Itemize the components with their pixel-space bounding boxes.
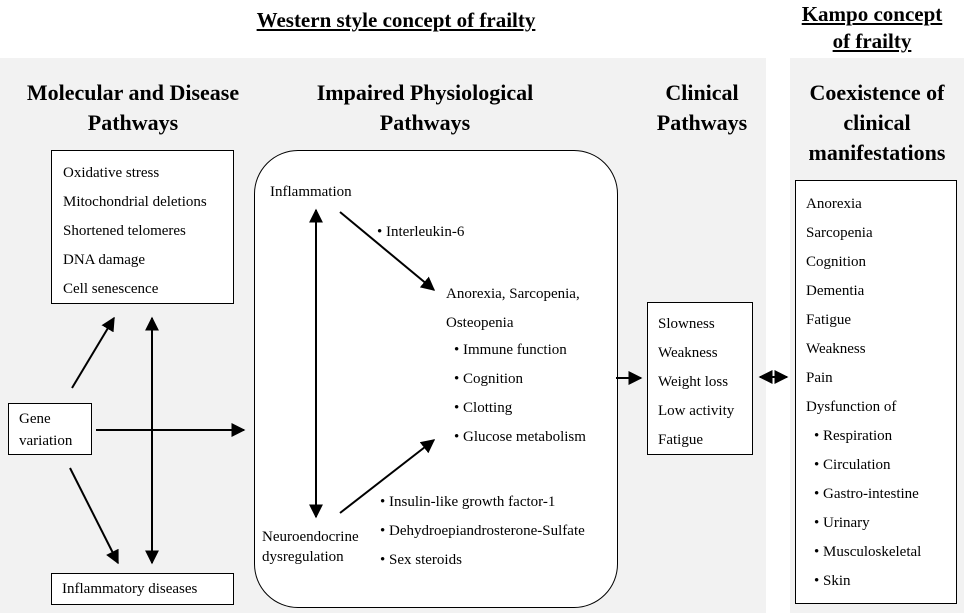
hormone-item: Dehydroepiandrosterone-Sulfate: [380, 517, 585, 546]
neuroendocrine-line1: Neuroendocrine: [262, 529, 359, 545]
arrow-neuroendocrine-to-outcome: [339, 439, 436, 514]
outcome-item: Immune function: [454, 336, 586, 365]
kampo-item: Anorexia: [806, 196, 862, 212]
outcome-item: Cognition: [454, 365, 586, 394]
molecular-item: Mitochondrial deletions: [63, 194, 207, 210]
outcome-line1: Anorexia, Sarcopenia,: [446, 286, 580, 302]
molecular-title-line2: Pathways: [87, 110, 179, 135]
gene-line2: variation: [19, 433, 73, 449]
coexistence-title-line1: Coexistence of: [809, 80, 945, 105]
molecular-title-line1: Molecular and Disease: [26, 80, 240, 105]
hormone-item: Sex steroids: [380, 546, 585, 575]
clinical-box: Slowness Weakness Weight loss Low activi…: [647, 302, 753, 455]
kampo-sub-item: Circulation: [814, 451, 956, 480]
kampo-box: Anorexia Sarcopenia Cognition Dementia F…: [795, 180, 957, 604]
clinical-item: Fatigue: [658, 432, 703, 448]
kampo-sub-item: Urinary: [814, 509, 956, 538]
inflammatory-diseases-label: Inflammatory diseases: [62, 581, 198, 597]
inflammation-label: Inflammation: [270, 184, 352, 200]
clinical-title-line2: Pathways: [656, 110, 748, 135]
coexistence-title-line2: clinical: [843, 110, 911, 135]
clinical-item: Low activity: [658, 403, 735, 419]
kampo-item: Weakness: [806, 341, 866, 357]
hormone-list: Insulin-like growth factor-1 Dehydroepia…: [380, 488, 585, 575]
outcome-item: Clotting: [454, 394, 586, 423]
outcome-item: Glucose metabolism: [454, 423, 586, 452]
outcome-list: Immune function Cognition Clotting Gluco…: [454, 336, 586, 452]
molecular-item: Cell senescence: [63, 281, 159, 297]
kampo-sub-item: Skin: [814, 567, 956, 596]
coexistence-title: Coexistence of clinical manifestations: [790, 78, 964, 168]
clinical-item: Weakness: [658, 345, 718, 361]
molecular-title: Molecular and Disease Pathways: [0, 78, 266, 138]
coexistence-title-line3: manifestations: [808, 140, 946, 165]
kampo-item: Dementia: [806, 283, 865, 299]
arrow-gene-to-molecular: [71, 316, 115, 389]
kampo-item: Sarcopenia: [806, 225, 873, 241]
clinical-item: Slowness: [658, 316, 715, 332]
arrow-inflammation-to-outcome: [339, 211, 436, 291]
molecular-item: Shortened telomeres: [63, 223, 186, 239]
hormone-item: Insulin-like growth factor-1: [380, 488, 585, 517]
kampo-item: Fatigue: [806, 312, 851, 328]
kampo-sub-item: Respiration: [814, 422, 956, 451]
clinical-item: Weight loss: [658, 374, 729, 390]
physiological-title-line2: Pathways: [379, 110, 471, 135]
kampo-sub-item: Musculoskeletal: [814, 538, 956, 567]
inflammatory-diseases-box: Inflammatory diseases: [51, 573, 234, 605]
clinical-title-line1: Clinical: [665, 80, 739, 105]
kampo-dysfunction-label: Dysfunction of: [806, 399, 897, 415]
neuroendocrine-line2: dysregulation: [262, 549, 344, 565]
physiological-title-line1: Impaired Physiological: [316, 80, 534, 105]
kampo-item: Pain: [806, 370, 833, 386]
outcome-line2: Osteopenia: [446, 315, 514, 331]
physiological-title: Impaired Physiological Pathways: [280, 78, 570, 138]
gene-line1: Gene: [19, 411, 51, 427]
western-header: Western style concept of frailty: [256, 8, 536, 32]
interleukin-label: Interleukin-6: [377, 218, 464, 247]
clinical-title: Clinical Pathways: [640, 78, 764, 138]
molecular-item: Oxidative stress: [63, 165, 160, 181]
kampo-header-line2: of frailty: [832, 29, 912, 53]
molecular-box: Oxidative stress Mitochondrial deletions…: [51, 150, 234, 304]
kampo-item: Cognition: [806, 254, 867, 270]
molecular-item: DNA damage: [63, 252, 146, 268]
gene-variation-box: Gene variation: [8, 403, 92, 455]
kampo-sub-item: Gastro-intestine: [814, 480, 956, 509]
arrow-gene-to-inflammatory: [69, 467, 119, 565]
kampo-header-line1: Kampo concept: [801, 2, 943, 26]
